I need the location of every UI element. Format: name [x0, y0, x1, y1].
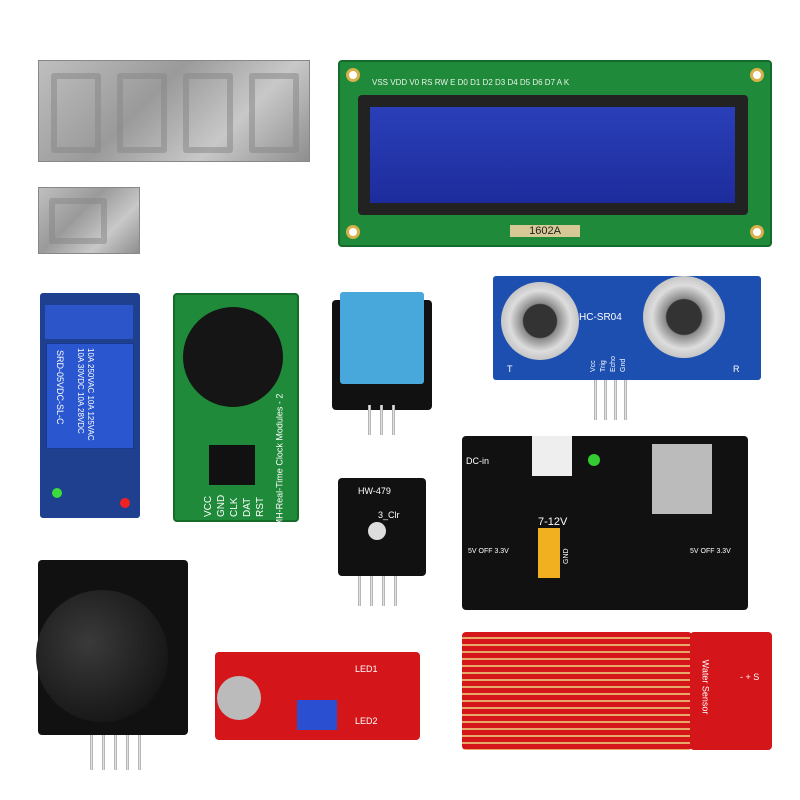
voltage-label: 7-12V: [538, 516, 568, 528]
rgb-led-module: HW-479 3_Clr: [338, 478, 426, 576]
lcd-model-label: 1602A: [510, 225, 580, 237]
ultrasonic-pin-echo: Echo: [610, 356, 617, 372]
ultrasonic-pin-trig: Trig: [600, 360, 607, 372]
rtc-pin-rst: RST: [255, 497, 266, 517]
voltage-select-right: 5V OFF 3.3V: [690, 548, 731, 555]
rtc-pin-vcc: VCC: [203, 495, 214, 517]
water-pin-labels: - + S: [740, 672, 760, 682]
relay-body: SRD-05VDC-SL-C 10A 250VAC 10A 125VAC 10A…: [46, 343, 134, 449]
battery-holder: [183, 307, 283, 407]
usb-port: [652, 444, 712, 514]
rtc-pin-gnd: GND: [216, 494, 227, 517]
sound-sensor-module: LED1 LED2: [215, 652, 420, 740]
water-sensor-module: [462, 632, 692, 750]
sound-led2-label: LED2: [355, 716, 378, 726]
ultrasonic-pin-vcc: Vcc: [590, 360, 597, 372]
rtc-clock-module: MH-Real-Time Clock Modules - 2 VCC GND C…: [173, 293, 299, 526]
joystick-module: [36, 560, 188, 735]
relay-rating: 10A 250VAC 10A 125VAC 10A 30VDC 10A 28VD…: [76, 348, 95, 441]
ultrasonic-model-label: HC-SR04: [579, 312, 622, 323]
water-sensor-label: Water Sensor: [700, 659, 711, 715]
rtc-title: MH-Real-Time Clock Modules - 2: [274, 393, 285, 527]
voltage-select-left: 5V OFF 3.3V: [468, 548, 509, 555]
rtc-pin-dat: DAT: [242, 497, 253, 517]
ultrasonic-r-label: R: [733, 364, 740, 374]
ultrasonic-sensor-module: HC-SR04 T R Vcc Trig Echo Gnd: [493, 276, 761, 380]
rgb-model-label: HW-479: [358, 486, 391, 496]
rtc-pin-clk: CLK: [229, 497, 240, 517]
ultrasonic-t-label: T: [507, 364, 513, 374]
microphone: [217, 676, 261, 720]
lcd-1602-module: VSS VDD V0 RS RW E D0 D1 D2 D3 D4 D5 D6 …: [338, 60, 772, 247]
lcd-screen: [370, 107, 735, 203]
ultrasonic-pin-gnd: Gnd: [620, 358, 627, 372]
lcd-pin-labels: VSS VDD V0 RS RW E D0 D1 D2 D3 D4 D5 D6 …: [372, 78, 570, 87]
four-digit-seven-segment-display: [38, 60, 310, 162]
dht-sensor-module: [332, 292, 432, 410]
dc-in-label: DC-in: [466, 456, 490, 466]
single-digit-seven-segment-display: [38, 187, 140, 254]
relay-module: SRD-05VDC-SL-C 10A 250VAC 10A 125VAC 10A…: [40, 293, 140, 518]
power-gnd-label: GND: [563, 548, 570, 564]
relay-spec: SRD-05VDC-SL-C: [55, 350, 65, 425]
breadboard-power-module: DC-in 7-12V 5V OFF 3.3V 5V OFF 3.3V GND: [462, 436, 748, 610]
sound-led1-label: LED1: [355, 664, 378, 674]
joystick-knob[interactable]: [36, 590, 168, 722]
rgb-label: 3_Clr: [378, 510, 400, 520]
